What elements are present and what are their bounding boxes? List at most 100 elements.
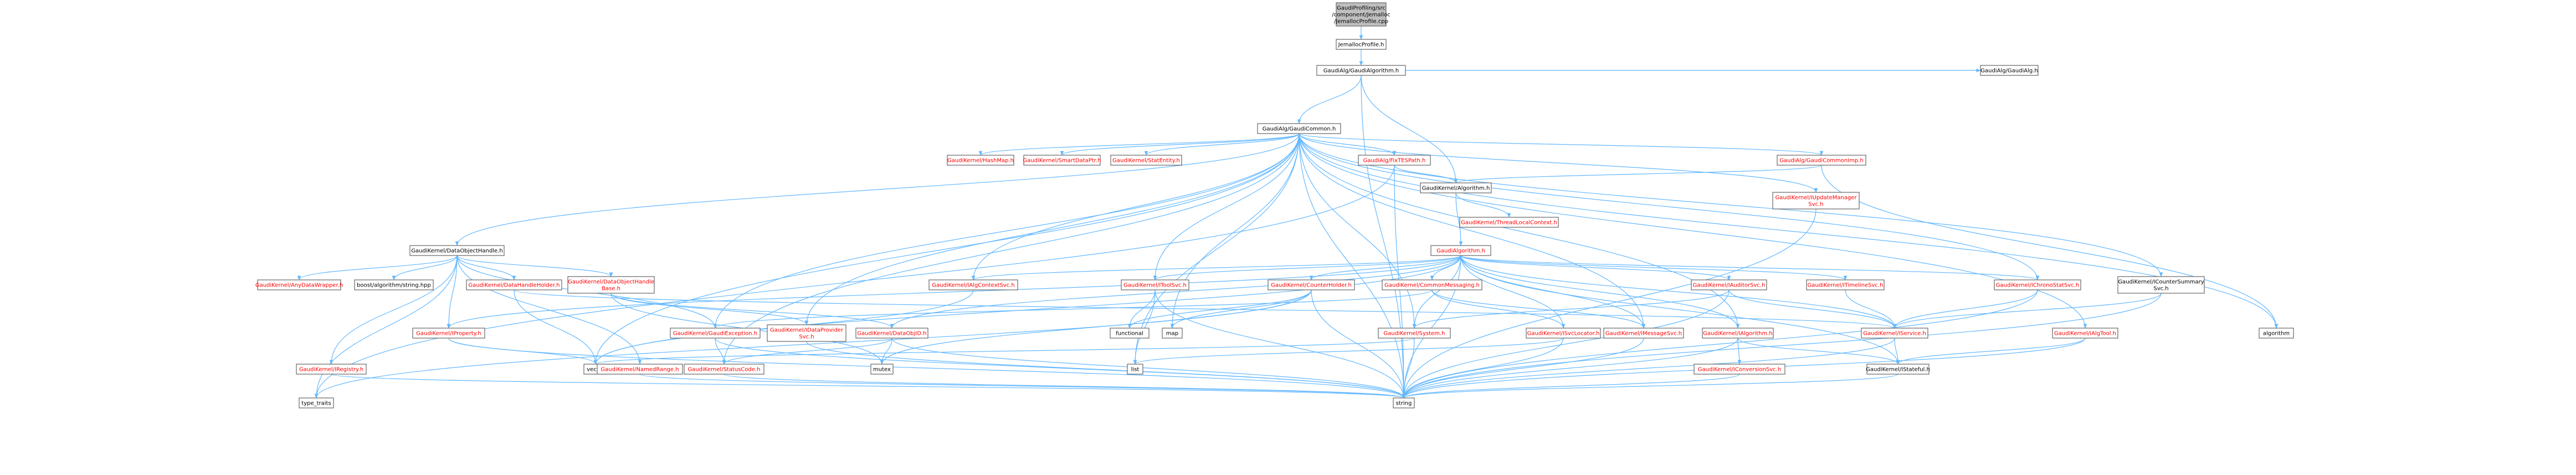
edge-gaudicommon-to-statuscode	[722, 133, 1300, 365]
node-label: GaudiKernel/StatEntity.h	[1112, 158, 1180, 164]
node-label: GaudiKernel/CommonMessaging.h	[1384, 283, 1480, 289]
node-functional[interactable]: functional	[1110, 328, 1150, 339]
edge-commonmessaging-to-isvclocator	[1431, 289, 1566, 329]
node-iauditorsvc[interactable]: GaudiKernel/IAuditorSvc.h	[1691, 279, 1767, 290]
edge-iauditorsvc-to-system	[1412, 289, 1730, 329]
edge-fixtespath-to-type_traits	[314, 165, 1395, 399]
node-root[interactable]: GaudiProfiling/src/component/Jemalloc/Je…	[1332, 2, 1390, 27]
edge-algorithmh-to-itoolsvc	[1153, 255, 1461, 280]
edge-algorithmh-to-iauditorsvc	[1460, 255, 1731, 280]
edge-ichronostat-to-string	[1402, 289, 2038, 399]
node-algorithmh[interactable]: GaudiAlgorithm.h	[1430, 245, 1491, 256]
edge-gaudicommon-to-map	[1170, 133, 1300, 329]
node-itimelinesvc[interactable]: GaudiKernel/ITimelineSvc.h	[1806, 279, 1885, 290]
node-label: GaudiKernel/IStateful.h	[1866, 367, 1930, 373]
edge-gaudicommon-to-ichronostat	[1299, 133, 2040, 280]
node-gaudicommon[interactable]: GaudiAlg/GaudiCommon.h	[1257, 123, 1341, 134]
edge-algorithmh-to-counterholder	[1309, 255, 1461, 280]
edge-algorithmh-to-istateful	[1460, 255, 1900, 365]
edge-gaudicommon-to-icountersummary	[1299, 133, 2163, 277]
edge-dataobjid-to-statuscode	[722, 338, 892, 365]
node-boost[interactable]: boost/algorithm/string.hpp	[354, 279, 434, 290]
node-iproperty[interactable]: GaudiKernel/IProperty.h	[412, 328, 485, 339]
node-dataobjhandle[interactable]: GaudiKernel/DataObjectHandle.h	[409, 245, 505, 256]
node-label: GaudiKernel/DataObjID.h	[857, 331, 926, 337]
node-namedrange[interactable]: GaudiKernel/NamedRange.h	[597, 364, 683, 375]
node-algorithm[interactable]: algorithm	[2259, 328, 2294, 339]
node-itoolsvc[interactable]: GaudiKernel/IToolSvc.h	[1121, 279, 1189, 290]
node-imessagesvc[interactable]: GaudiKernel/IMessageSvc.h	[1603, 328, 1684, 339]
node-dataobjid[interactable]: GaudiKernel/DataObjID.h	[855, 328, 928, 339]
node-list[interactable]: list	[1127, 364, 1143, 375]
node-gaudialgorithm[interactable]: GaudiAlg/GaudiAlgorithm.h	[1316, 65, 1406, 76]
edge-dataobjhandle-to-datahandleholder	[456, 255, 516, 280]
node-string[interactable]: string	[1393, 397, 1415, 408]
node-datahandleholder[interactable]: GaudiKernel/DataHandleHolder.h	[466, 279, 562, 290]
node-label: GaudiKernel/StatusCode.h	[687, 367, 760, 373]
node-gaudicommonimp[interactable]: GaudiAlg/GaudiCommonImp.h	[1777, 155, 1866, 166]
node-ialgorithm[interactable]: GaudiKernel/IAlgorithm.h	[1702, 328, 1774, 339]
edge-itoolsvc-to-list	[1133, 289, 1156, 365]
node-counterholder[interactable]: GaudiKernel/CounterHolder.h	[1268, 279, 1355, 290]
node-ialgtool[interactable]: GaudiKernel/IAlgTool.h	[2052, 328, 2118, 339]
edge-algorithmh-to-system	[1412, 255, 1461, 329]
node-label: boost/algorithm/string.hpp	[357, 283, 431, 289]
node-statuscode[interactable]: GaudiKernel/StatusCode.h	[684, 364, 764, 375]
node-iregistry[interactable]: GaudiKernel/IRegistry.h	[296, 364, 367, 375]
node-smartdataptr[interactable]: GaudiKernel/SmartDataPtr.h	[1023, 155, 1101, 166]
node-label: GaudiKernel/IAlgContextSvc.h	[932, 283, 1015, 289]
node-label: string	[1396, 401, 1412, 407]
edge-algorithmh-to-iproperty	[447, 255, 1461, 329]
edge-ialgorithm-to-string	[1402, 338, 1738, 399]
node-label: GaudiAlg/GaudiAlgorithm.h	[1323, 68, 1399, 74]
edge-algorithmh-to-isvclocator	[1460, 255, 1566, 329]
node-ialgcontext[interactable]: GaudiKernel/IAlgContextSvc.h	[928, 279, 1018, 290]
edge-dataobjid-to-mutex	[880, 338, 892, 365]
node-mutex[interactable]: mutex	[870, 364, 894, 375]
edges-layer	[297, 26, 2279, 399]
node-label: GaudiKernel/DataHandleHolder.h	[469, 283, 560, 289]
node-label: algorithm	[2263, 331, 2290, 337]
node-label: GaudiKernel/SmartDataPtr.h	[1023, 158, 1101, 164]
node-map[interactable]: map	[1162, 328, 1183, 339]
node-isvclocator[interactable]: GaudiKernel/ISvcLocator.h	[1526, 328, 1601, 339]
node-anydatawrapper[interactable]: GaudiKernel/AnyDataWrapper.h	[255, 279, 343, 290]
node-label: GaudiKernel/IChronoStatSvc.h	[1996, 283, 2079, 289]
node-system[interactable]: GaudiKernel/System.h	[1378, 328, 1451, 339]
node-gk-algorithm[interactable]: GaudiKernel/Algorithm.h	[1420, 182, 1492, 193]
node-label: GaudiKernel/HashMap.h	[947, 158, 1014, 164]
edge-gaudicommon-to-ialgorithm	[1299, 133, 1740, 329]
node-commonmessaging[interactable]: GaudiKernel/CommonMessaging.h	[1382, 279, 1482, 290]
node-istateful[interactable]: GaudiKernel/IStateful.h	[1866, 364, 1930, 375]
edge-counterholder-to-functional	[1127, 289, 1312, 329]
node-statentity[interactable]: GaudiKernel/StatEntity.h	[1110, 155, 1182, 166]
edge-ialgtool-to-istateful	[1896, 338, 2086, 365]
edge-iconversionsvc-to-string	[1402, 374, 1740, 399]
node-label: GaudiAlg/FixTESPath.h	[1363, 158, 1426, 164]
node-gaudialg[interactable]: GaudiAlg/GaudiAlg.h	[1980, 65, 2039, 76]
node-label: vector	[587, 367, 605, 373]
node-ichronostat[interactable]: GaudiKernel/IChronoStatSvc.h	[1994, 279, 2081, 290]
node-iservice[interactable]: GaudiKernel/IService.h	[1861, 328, 1928, 339]
edge-algorithmh-to-string	[1402, 255, 1461, 399]
edge-gaudicommon-to-statentity	[1144, 133, 1300, 156]
edge-ialgorithm-to-istateful	[1737, 338, 1900, 365]
node-type-traits[interactable]: type_traits	[299, 397, 334, 408]
node-iconversionsvc[interactable]: GaudiKernel/IConversionSvc.h	[1694, 364, 1785, 375]
node-gaudiexception[interactable]: GaudiKernel/GaudiException.h	[670, 328, 761, 339]
node-label: GaudiKernel/GaudiException.h	[673, 331, 757, 337]
node-fixtespath[interactable]: GaudiAlg/FixTESPath.h	[1358, 155, 1431, 166]
node-jemalloc[interactable]: JemallocProfile.h	[1336, 39, 1387, 50]
node-label: GaudiKernel/CounterHolder.h	[1271, 283, 1352, 289]
node-label: GaudiKernel/ITimelineSvc.h	[1808, 283, 1884, 289]
node-threadlocal[interactable]: GaudiKernel/ThreadLocalContext.h	[1459, 217, 1559, 228]
node-label: GaudiKernel/ThreadLocalContext.h	[1461, 220, 1557, 226]
node-hashmap[interactable]: GaudiKernel/HashMap.h	[947, 155, 1014, 166]
edge-dohbase-to-idataprovider	[610, 293, 809, 325]
